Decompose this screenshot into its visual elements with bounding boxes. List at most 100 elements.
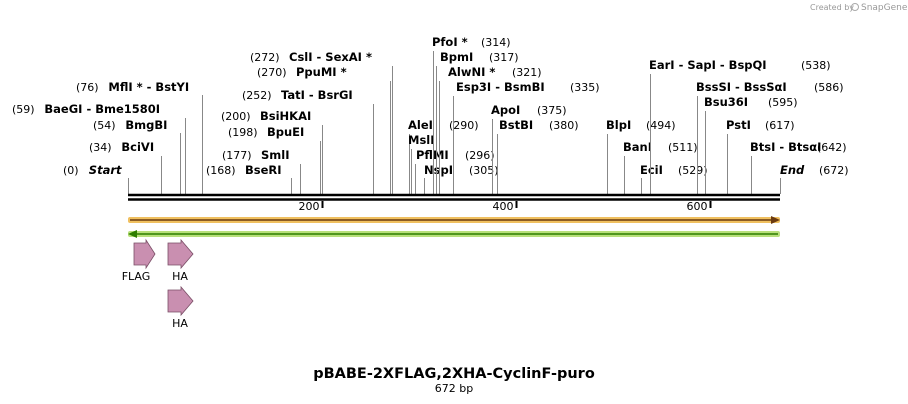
site-name: EciI bbox=[640, 163, 663, 177]
site-name: EarI - SapI - BspQI bbox=[649, 58, 767, 72]
site-position: (494) bbox=[646, 119, 676, 132]
site-name: AlwNI * bbox=[448, 65, 495, 79]
site-position: (314) bbox=[481, 36, 511, 49]
site-position: (672) bbox=[819, 164, 849, 177]
site-name: ApoI bbox=[491, 103, 520, 117]
restriction-site: EarI - SapI - BspQI (538) bbox=[649, 58, 831, 194]
watermark: Created by SnapGene bbox=[810, 3, 908, 13]
site-position: (317) bbox=[489, 51, 519, 64]
watermark-brand: SnapGene bbox=[861, 3, 908, 13]
site-position: (642) bbox=[817, 141, 847, 154]
watermark-text: Created by bbox=[810, 3, 854, 12]
site-position: (296) bbox=[465, 149, 495, 162]
plasmid-title: pBABE-2XFLAG,2XHA-CyclinF-puro bbox=[313, 366, 595, 382]
restriction-site: BstBI(380) bbox=[497, 118, 579, 194]
site-name: BlpI bbox=[606, 118, 631, 132]
feature-label: HA bbox=[172, 270, 188, 283]
site-name: Esp3I - BsmBI bbox=[456, 80, 545, 94]
site-position: (595) bbox=[768, 96, 798, 109]
site-name: BssSI - BssSαI bbox=[696, 80, 787, 94]
site-name: PstI bbox=[726, 118, 751, 132]
feature-arrow-icon bbox=[167, 238, 194, 270]
ruler-label: 600 bbox=[687, 200, 708, 213]
site-name: CslI - SexAI * bbox=[289, 50, 372, 64]
sequence-backbone bbox=[128, 193, 780, 201]
site-name: BsiHKAI bbox=[260, 109, 311, 123]
feature-flag: FLAG bbox=[122, 238, 156, 283]
site-position: (586) bbox=[814, 81, 844, 94]
site-name: MslI bbox=[408, 133, 435, 147]
ruler: 200 400 600 bbox=[299, 200, 712, 213]
site-position: (0) bbox=[63, 164, 79, 177]
restriction-site: (0) Start bbox=[63, 163, 129, 194]
site-position: (252) bbox=[242, 89, 272, 102]
restriction-site: AlwNI *(321) bbox=[439, 65, 542, 194]
site-position: (538) bbox=[801, 59, 831, 72]
restriction-site: AleI (290) bbox=[408, 118, 479, 194]
restriction-sites: (0) Start(34)BciVI (54) BmgBI(59)BaeGI - Bm… bbox=[12, 35, 849, 194]
orf-forward bbox=[128, 216, 780, 224]
restriction-site: (34)BciVI bbox=[89, 140, 162, 194]
site-name: PflMI bbox=[416, 148, 449, 162]
restriction-site: (200) BsiHKAI bbox=[221, 109, 323, 194]
feature-label: FLAG bbox=[122, 270, 151, 283]
site-position: (168) bbox=[206, 164, 236, 177]
plasmid-length: 672 bp bbox=[435, 382, 473, 395]
restriction-site: Esp3I - BsmBI (335) bbox=[453, 80, 600, 194]
site-name: TatI - BsrGI bbox=[281, 88, 353, 102]
site-position: (272) bbox=[250, 51, 280, 64]
site-position: (54) bbox=[93, 119, 116, 132]
site-name: AleI bbox=[408, 118, 433, 132]
restriction-site: (59)BaeGI - Bme1580I bbox=[12, 102, 186, 194]
site-position: (200) bbox=[221, 110, 251, 123]
site-position: (617) bbox=[765, 119, 795, 132]
site-position: (290) bbox=[449, 119, 479, 132]
restriction-site: MslI bbox=[408, 133, 435, 194]
site-position: (76) bbox=[76, 81, 99, 94]
restriction-site: PfoI * (314) bbox=[432, 35, 511, 194]
site-position: (305) bbox=[469, 164, 499, 177]
site-name: PpuMI * bbox=[296, 65, 347, 79]
feature-ha-2: HA bbox=[167, 285, 194, 330]
site-name: Start bbox=[89, 163, 122, 177]
site-position: (380) bbox=[549, 119, 579, 132]
site-position: (198) bbox=[228, 126, 258, 139]
site-position: (335) bbox=[570, 81, 600, 94]
restriction-site: End(672) bbox=[780, 163, 849, 194]
restriction-site: (177)SmlI bbox=[222, 148, 301, 194]
ruler-label: 200 bbox=[299, 200, 320, 213]
restriction-site: PstI (617) bbox=[726, 118, 795, 194]
orf-forward-arrowhead-icon bbox=[771, 216, 780, 224]
restriction-site: EciI (529) bbox=[640, 163, 708, 194]
site-name: Bsu36I bbox=[704, 95, 748, 109]
ruler-label: 400 bbox=[493, 200, 514, 213]
site-name: NspI bbox=[424, 163, 453, 177]
site-name: BpuEI bbox=[267, 125, 304, 139]
site-name: BmgBI bbox=[125, 118, 167, 132]
site-position: (177) bbox=[222, 149, 252, 162]
site-name: BciVI bbox=[121, 140, 154, 154]
site-position: (59) bbox=[12, 103, 35, 116]
site-name: BseRI bbox=[245, 163, 282, 177]
feature-arrow-icon bbox=[167, 285, 194, 317]
restriction-site: PflMI (296) bbox=[415, 148, 495, 194]
restriction-site: (76) MflI * - BstYI bbox=[76, 80, 203, 194]
restriction-site: BlpI (494) bbox=[606, 118, 676, 194]
site-position: (529) bbox=[678, 164, 708, 177]
restriction-site: (168) BseRI bbox=[206, 163, 292, 194]
site-name: BanI bbox=[623, 140, 652, 154]
restriction-site: ApoI (375) bbox=[491, 103, 567, 194]
site-name: PfoI * bbox=[432, 35, 468, 49]
site-position: (375) bbox=[537, 104, 567, 117]
site-name: MflI * - BstYI bbox=[108, 80, 189, 94]
site-position: (270) bbox=[257, 66, 287, 79]
site-position: (511) bbox=[668, 141, 698, 154]
restriction-site: (270) PpuMI * bbox=[257, 65, 391, 194]
restriction-site: BssSI - BssSαI (586) bbox=[696, 80, 844, 194]
restriction-site: BanI (511) bbox=[623, 140, 698, 194]
restriction-site: (252) TatI - BsrGI bbox=[242, 88, 374, 194]
restriction-site: NspI (305) bbox=[424, 163, 499, 194]
restriction-site: BtsI - BtsαI(642) bbox=[750, 140, 847, 194]
orf-reverse-arrowhead-icon bbox=[128, 230, 137, 238]
